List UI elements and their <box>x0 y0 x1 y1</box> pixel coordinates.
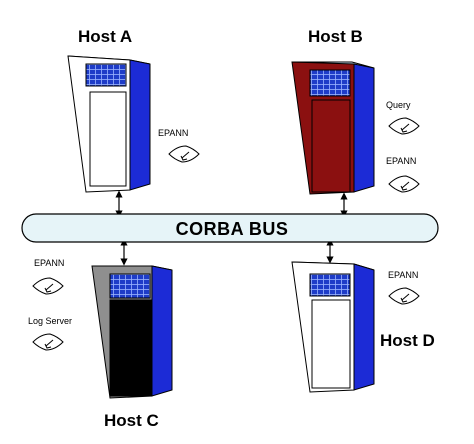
host-c-drive-bay <box>109 273 151 299</box>
host-b-epann-label: EPANN <box>386 156 416 166</box>
host-d-server <box>291 261 375 393</box>
host-c-side <box>151 265 173 397</box>
host-c-server <box>91 265 173 399</box>
object-icon <box>168 145 200 163</box>
object-icon <box>32 277 64 295</box>
host-c-label: Host C <box>104 411 159 430</box>
host-c-epann-label: EPANN <box>34 258 64 268</box>
host-b-side <box>353 63 375 193</box>
corba-bus-label: CORBA BUS <box>176 219 289 239</box>
host-d-drive-bay <box>309 273 351 297</box>
host-c-log-server-label: Log Server <box>28 316 72 326</box>
object-icon <box>32 333 64 351</box>
host-b-panel <box>311 99 351 193</box>
host-c-panel <box>109 299 153 397</box>
object-icon <box>388 117 420 135</box>
host-d-panel <box>311 299 351 389</box>
host-a-label: Host A <box>78 27 132 46</box>
host-d-label: Host D <box>380 331 435 350</box>
host-b-server <box>291 61 375 195</box>
corba-bus <box>21 213 439 243</box>
host-a-epann-label: EPANN <box>158 128 188 138</box>
object-icon <box>388 175 420 193</box>
host-a-server <box>67 55 151 193</box>
host-d-epann-label: EPANN <box>388 270 418 280</box>
host-b-label: Host B <box>308 27 363 46</box>
host-a-drive-bay <box>85 63 127 87</box>
host-b-query-label: Query <box>386 100 411 110</box>
host-d-side <box>353 263 375 391</box>
host-a-panel <box>89 91 127 187</box>
host-a-side <box>129 59 151 191</box>
host-b-drive-bay <box>309 69 351 97</box>
object-icon <box>388 287 420 305</box>
